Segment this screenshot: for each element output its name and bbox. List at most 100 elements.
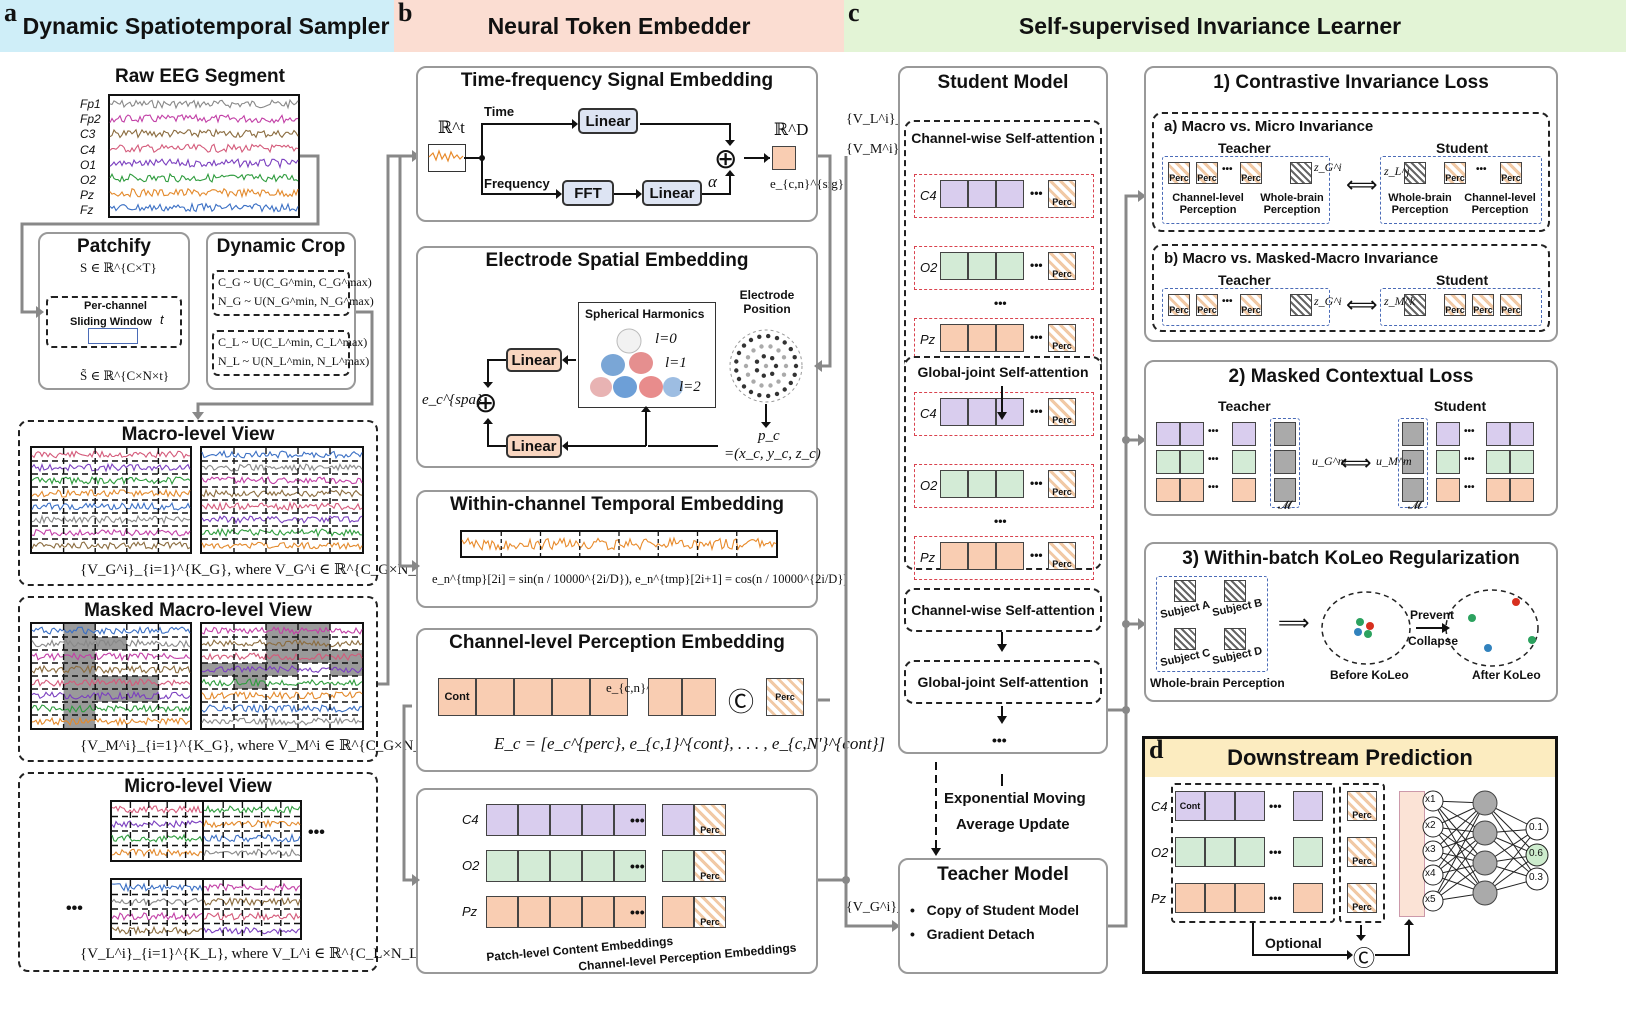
loss2-mset-student: 𝓜 [1408, 498, 1422, 512]
masked-view-box: Masked Macro-level View {V_M^i}_{i=1}^{K… [18, 596, 452, 762]
signal-patch [428, 144, 466, 172]
prevent-label: Prevent [1410, 608, 1455, 622]
masked-cube [1274, 450, 1296, 474]
crop-g1: C_G ~ U(C_G^min, C_G^max) [218, 275, 372, 289]
row-label: Pz [462, 904, 478, 919]
embedding-cube [1156, 450, 1180, 474]
perc-label: Perc [700, 871, 720, 881]
cp-cube [648, 678, 682, 716]
ellipsis: ••• [1464, 482, 1475, 493]
window-size-t: t [160, 312, 164, 327]
embedding-cube [662, 804, 694, 836]
sh-title: Spherical Harmonics [585, 307, 705, 321]
time-label: Time [484, 104, 515, 119]
alpha-label: α [708, 172, 717, 191]
header-a-title: Dynamic Spatiotemporal Sampler [22, 12, 390, 39]
ellipsis: ••• [1222, 164, 1233, 175]
crop-global-box: C_G ~ U(C_G^min, C_G^max) N_G ~ U(N_G^mi… [212, 270, 374, 316]
masked-cube [1274, 422, 1296, 446]
subject-c-cube [1174, 628, 1196, 650]
cp-cont-cube: Cont [438, 678, 476, 716]
optional-label: Optional [1265, 935, 1322, 951]
ellipsis: ••• [994, 296, 1007, 310]
whole-brain-cube [1290, 162, 1312, 184]
embedding-cube [662, 896, 694, 928]
perc-cube: Perc [694, 850, 726, 882]
l2-label: l=2 [679, 379, 701, 395]
embedding-cube [1486, 478, 1510, 502]
cp-cube [682, 678, 716, 716]
embedding-cube [518, 896, 550, 928]
perc-cube: Perc [1500, 162, 1522, 184]
embedding-cube [968, 398, 996, 426]
sliding-window-box: Per-channel Sliding Window t [46, 296, 182, 348]
loss2-mset-teacher: 𝓜 [1278, 498, 1292, 512]
cube-row [662, 804, 694, 836]
teacher-bullet-2-text: Gradient Detach [926, 926, 1035, 942]
cube-row [1293, 837, 1323, 867]
loss1a-clp-student: Channel-level Perception [1464, 192, 1536, 216]
tf-embedding-box: Time-frequency Signal Embedding ℝ^t Time… [416, 66, 844, 222]
macro-view-title: Macro-level View [121, 424, 275, 445]
masked-cube [1274, 478, 1296, 502]
loss1-box: 1) Contrastive Invariance Loss a) Macro … [1144, 66, 1558, 342]
ellipsis: ••• [1464, 454, 1475, 465]
header-b: b Neural Token Embedder [394, 0, 844, 52]
whole-brain-cube [1404, 162, 1426, 184]
channel-label: Pz [80, 188, 95, 203]
cube-row [1156, 450, 1204, 474]
perc-cube: Perc [694, 804, 726, 836]
patchify-input: S ∈ ℝ^{C×T} [80, 260, 157, 275]
channel-label: O2 [80, 173, 97, 187]
embedding-cube [1180, 422, 1204, 446]
embedding-cube [1235, 791, 1265, 821]
perc-label: Perc [1445, 173, 1465, 183]
embedding-cube [1180, 478, 1204, 502]
patchify-title: Patchify [77, 236, 151, 257]
perc-label: Perc [1241, 305, 1261, 315]
nn-input-label: x1 [1425, 794, 1436, 805]
embedding-cube [550, 804, 582, 836]
ellipsis: ••• [1208, 482, 1219, 493]
perc-label: Perc [700, 917, 720, 927]
token-row [486, 850, 646, 882]
cube-row [1156, 422, 1204, 446]
nn-output-label: 0.3 [1529, 872, 1543, 883]
subject-d-cube [1224, 628, 1246, 650]
embedding-cube: Cont [1175, 791, 1205, 821]
channel-group [914, 246, 1094, 290]
electrode-position-label: Electrode Position [739, 288, 795, 316]
embedding-cube [662, 850, 694, 882]
embedding-cube [582, 896, 614, 928]
perc-label: Perc [1052, 269, 1072, 279]
channel-group [914, 174, 1094, 218]
embedding-cube [968, 324, 996, 352]
embedding-cube [1156, 422, 1180, 446]
embedding-cube [518, 804, 550, 836]
embedding-cube [968, 252, 996, 280]
perc-cube: Perc [1347, 791, 1377, 821]
perc-cube: Perc [1240, 162, 1262, 184]
row-label: O2 [920, 260, 938, 275]
masked-cube [1402, 422, 1424, 446]
header-a: a Dynamic Spatiotemporal Sampler [0, 0, 394, 52]
panel-letter-d: d [1149, 735, 1164, 764]
perc-label: Perc [1197, 305, 1217, 315]
crop-l1: C_L ~ U(C_L^min, C_L^max) [218, 335, 368, 349]
loss1a-zg: z_G^i [1314, 160, 1342, 174]
wt-embedding-box: Within-channel Temporal Embedding e_n^{t… [416, 490, 848, 608]
row-label: O2 [920, 478, 938, 493]
ellipsis: ••• [1476, 164, 1487, 175]
loss2-iff: ⟺ [1340, 450, 1372, 475]
after-koleo-label: After KoLeo [1472, 668, 1541, 682]
dynamic-crop-title: Dynamic Crop [216, 236, 346, 257]
embedding-cube [550, 850, 582, 882]
channel-label: C4 [80, 142, 96, 157]
spa-linear-bottom: Linear [506, 434, 562, 458]
patchify-output: S̃ ∈ ℝ^{C×N×t} [80, 368, 170, 383]
teacher-bullet-1-text: Copy of Student Model [926, 902, 1080, 918]
loss1a-clp-teacher: Channel-level Perception [1172, 192, 1244, 216]
perc-label: Perc [1169, 305, 1189, 315]
perc-label: Perc [1052, 559, 1072, 569]
